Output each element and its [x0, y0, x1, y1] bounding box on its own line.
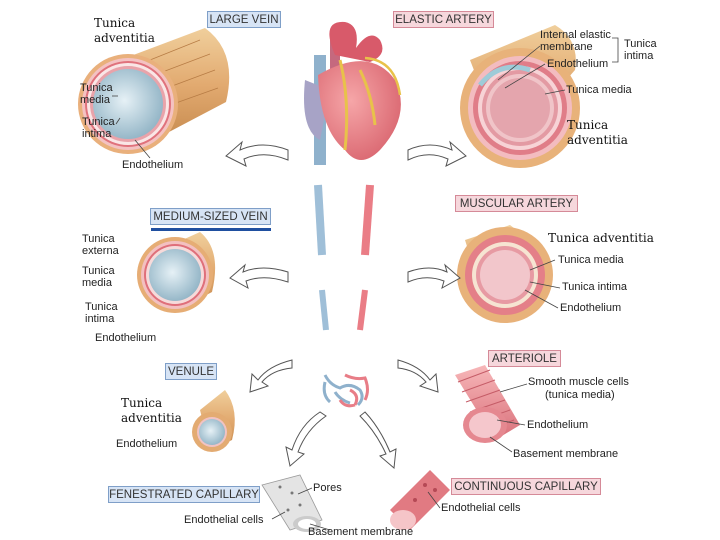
- label-medium-vein-media: Tunica media: [82, 265, 115, 289]
- heart-illustration: [304, 21, 402, 165]
- title-large-vein: LARGE VEIN: [207, 11, 281, 28]
- label-medium-vein-externa: Tunica externa: [82, 233, 119, 257]
- label-large-vein-adventitia: Tunica adventitia: [94, 16, 155, 45]
- title-medium-vein: MEDIUM-SIZED VEIN: [150, 208, 271, 225]
- accent-underline: [151, 228, 271, 231]
- label-medium-vein-endothelium: Endothelium: [95, 332, 157, 344]
- label-muscular-endothelium: Endothelium: [560, 302, 622, 314]
- title-arteriole: ARTERIOLE: [488, 350, 561, 367]
- label-muscular-adventitia: Tunica adventitia: [548, 231, 654, 245]
- elastic-artery-illustration: [460, 25, 580, 168]
- label-large-vein-intima: Tunica intima: [82, 116, 115, 140]
- label-elastic-intima: Tunica intima: [624, 38, 657, 62]
- arrow-to-continuous-capillary: [359, 411, 397, 469]
- label-arteriole-endothelium: Endothelium: [527, 419, 589, 431]
- arrow-to-fenestrated-capillary: [285, 411, 327, 467]
- label-arteriole-basement: Basement membrane: [513, 448, 619, 460]
- label-large-vein-media: Tunica media: [80, 82, 113, 106]
- arrow-to-arteriole: [397, 359, 439, 393]
- label-large-vein-endothelium: Endothelium: [122, 159, 184, 171]
- arteriole-illustration: [455, 365, 520, 443]
- leader-lines: [112, 37, 619, 531]
- central-artery-branches: [357, 184, 374, 331]
- label-fenestrated-endothelial: Endothelial cells: [184, 514, 264, 526]
- arrow-to-muscular-artery: [407, 263, 461, 290]
- label-elastic-internal-membrane: Internal elastic membrane: [540, 29, 611, 53]
- flow-arrows: [225, 140, 467, 469]
- label-venule-endothelium: Endothelium: [116, 438, 178, 450]
- label-elastic-media: Tunica media: [566, 84, 632, 96]
- medium-vein-illustration: [137, 232, 216, 313]
- title-muscular-artery: MUSCULAR ARTERY: [455, 195, 578, 212]
- label-fenestrated-basement: Basement membrane: [308, 526, 414, 538]
- arrow-to-large-vein: [225, 140, 289, 167]
- label-arteriole-smooth-muscle: Smooth muscle cells: [528, 376, 629, 388]
- label-muscular-intima: Tunica intima: [562, 281, 628, 293]
- central-vein-branches: [314, 184, 329, 331]
- label-venule-adventitia: Tunica adventitia: [121, 396, 182, 425]
- title-venule: VENULE: [165, 363, 217, 380]
- arrow-to-elastic-artery: [407, 140, 467, 167]
- title-continuous-capillary: CONTINUOUS CAPILLARY: [451, 478, 601, 495]
- label-continuous-endothelial: Endothelial cells: [441, 502, 521, 514]
- label-medium-vein-intima: Tunica intima: [85, 301, 118, 325]
- muscular-artery-illustration: [457, 225, 553, 323]
- label-muscular-media: Tunica media: [558, 254, 624, 266]
- fenestrated-capillary-illustration: [261, 474, 323, 532]
- title-fenestrated-capillary: FENESTRATED CAPILLARY: [108, 486, 260, 503]
- arrow-to-medium-vein: [229, 263, 289, 290]
- large-vein-illustration: [78, 28, 230, 154]
- title-elastic-artery: ELASTIC ARTERY: [393, 11, 494, 28]
- capillary-network-illustration: [322, 373, 369, 408]
- label-arteriole-tunica-media: (tunica media): [545, 389, 615, 401]
- label-fenestrated-pores: Pores: [313, 482, 342, 494]
- continuous-capillary-illustration: [390, 470, 450, 530]
- label-elastic-adventitia: Tunica adventitia: [567, 118, 628, 147]
- arrow-to-venule: [249, 359, 293, 393]
- label-elastic-endothelium: Endothelium: [547, 58, 609, 70]
- venule-illustration: [192, 390, 235, 452]
